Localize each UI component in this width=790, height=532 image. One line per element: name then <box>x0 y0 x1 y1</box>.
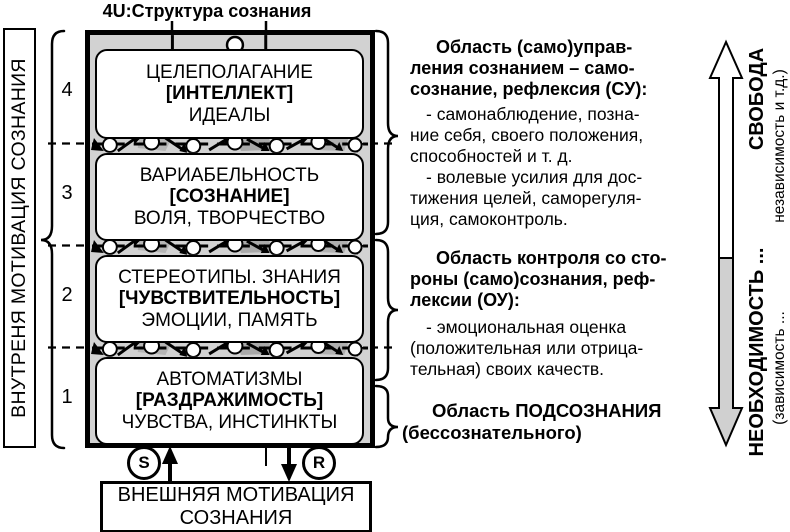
level-4-line1: ЦЕЛЕПОЛАГАНИЕ <box>146 61 313 83</box>
level-4-line2: [ИНТЕЛЛЕКТ] <box>165 83 294 105</box>
stimulus-arrow <box>162 446 178 484</box>
reaction-arrow <box>281 446 297 482</box>
internal-motivation-box <box>3 28 36 448</box>
left-brace <box>40 29 66 450</box>
internal-motivation-label: ВНУТРЕНЯ МОТИВАЦИЯ СОЗНАНИЯ <box>7 58 30 418</box>
subconscious-heading: Область ПОДСОЗНАНИЯ (бессознательного) <box>402 400 662 443</box>
level-2-line2: [ЧУВСТВИТЕЛЬНОСТЬ] <box>118 288 341 310</box>
level-3-box: ВАРИАБЕЛЬНОСТЬ [СОЗНАНИЕ] ВОЛЯ, ТВОРЧЕСТ… <box>95 153 364 241</box>
dependence-label: (зависимость ... <box>771 311 788 425</box>
reaction-badge: R <box>302 446 336 480</box>
necessity-label: НЕОБХОДИМОСТЬ ... <box>745 247 768 457</box>
page-title: 4U:Структура сознания <box>102 1 312 21</box>
level-1-line2: [РАЗДРАЖИМОСТЬ] <box>135 390 324 412</box>
level-2-line1: СТЕРЕОТИПЫ. ЗНАНИЯ <box>118 266 341 288</box>
level-4-line3: ИДЕАЛЫ <box>188 104 271 126</box>
right-braces <box>374 29 399 449</box>
independence-label: независимость и т.д.) <box>771 69 788 223</box>
stimulus-badge: S <box>127 446 161 480</box>
level-2-line3: ЭМОЦИИ, ПАМЯТЬ <box>141 309 318 331</box>
necessity-down-arrow <box>708 251 744 448</box>
level-3-line3: ВОЛЯ, ТВОРЧЕСТВО <box>133 207 326 229</box>
consciousness-structure-box: ЦЕЛЕПОЛАГАНИЕ [ИНТЕЛЛЕКТ] ИДЕАЛЫ ВАРИАБЕ… <box>85 30 375 448</box>
level-number-2: 2 <box>61 284 73 306</box>
emotional-evaluation-item: - эмоциональная оценка (положительная ил… <box>410 317 644 379</box>
level-2-box: СТЕРЕОТИПЫ. ЗНАНИЯ [ЧУВСТВИТЕЛЬНОСТЬ] ЭМ… <box>95 255 364 343</box>
level-3-line1: ВАРИАБЕЛЬНОСТЬ <box>139 164 320 186</box>
control-area-heading: Область контроля со сто- роны (само)созн… <box>410 248 667 310</box>
level-number-4: 4 <box>61 79 73 101</box>
level-ticks-left <box>48 142 84 349</box>
freedom-up-arrow <box>708 39 744 259</box>
freedom-label: СВОБОДА <box>745 47 768 151</box>
level-1-box: АВТОМАТИЗМЫ [РАЗДРАЖИМОСТЬ] ЧУВСТВА, ИНС… <box>95 357 364 445</box>
level-number-3: 3 <box>61 182 73 204</box>
external-motivation-box: ВНЕШНЯЯ МОТИВАЦИЯ СОЗНАНИЯ <box>100 481 372 532</box>
level-4-box: ЦЕЛЕПОЛАГАНИЕ [ИНТЕЛЛЕКТ] ИДЕАЛЫ <box>95 49 364 139</box>
self-observation-item: - самонаблюдение, позна- ние себя, своег… <box>410 104 644 166</box>
level-1-line1: АВТОМАТИЗМЫ <box>156 368 303 390</box>
level-3-line2: [СОЗНАНИЕ] <box>169 186 290 208</box>
level-1-line3: ЧУВСТВА, ИНСТИНКТЫ <box>121 411 338 433</box>
self-management-heading: Область (само)управ- ления сознанием – с… <box>410 37 648 99</box>
volitional-effort-item: - волевые усилия для дос- тижения целей,… <box>410 167 643 229</box>
level-number-1: 1 <box>61 386 73 408</box>
